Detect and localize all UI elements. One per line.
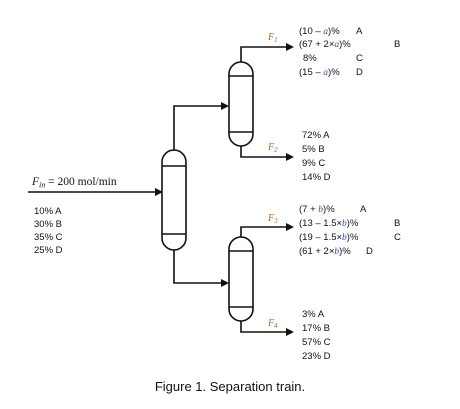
f1-arrowhead — [286, 43, 294, 51]
f3-line-a: (7 + b)% — [299, 204, 335, 215]
f1-comp-a: A — [356, 26, 363, 37]
f3-comp-a: A — [360, 204, 367, 215]
feed-composition: 10% A 30% B 35% C 25% D — [34, 206, 63, 256]
f2-arrowhead — [286, 153, 294, 161]
f2-label: F2 — [267, 142, 278, 154]
feed-comp-a: 10% A — [34, 206, 62, 217]
f1-line-b: (67 + 2×a)% — [299, 39, 351, 50]
f1-comp-d: D — [356, 67, 363, 78]
f1-stream-line — [240, 46, 287, 62]
f1-comp-b: B — [394, 39, 400, 50]
f4-arrowhead — [286, 328, 294, 336]
f1-line-a: (10 – a)% — [299, 26, 340, 37]
f3-line-b: (13 – 1.5×b)% — [299, 218, 359, 229]
feed-comp-b: 30% B — [34, 219, 62, 230]
f4-composition: 3% A 17% B 57% C 23% D — [302, 309, 331, 362]
f1-composition: (10 – a)% A (67 + 2×a)% B 8% C (15 – a)%… — [299, 26, 400, 78]
column-2-inlet-arrow — [221, 102, 229, 110]
f2-stream-line — [240, 146, 287, 158]
feed-label: Fin = 200 mol/min — [31, 176, 117, 190]
f3-line-c: (19 – 1.5×b)% — [299, 232, 359, 243]
f3-composition: (7 + b)% A (13 – 1.5×b)% B (19 – 1.5×b)%… — [299, 204, 401, 257]
column-1-bottom-outlet — [173, 250, 222, 284]
f3-comp-b: B — [394, 218, 400, 229]
feed-arrowhead — [155, 188, 163, 196]
f3-label: F3 — [267, 213, 278, 225]
f3-comp-d: D — [366, 246, 373, 257]
f4-line-a: 3% A — [302, 309, 325, 320]
f1-line-c: 8% — [303, 53, 317, 64]
feed-comp-c: 35% C — [34, 232, 63, 243]
column-2 — [228, 61, 254, 147]
f2-line-b: 5% B — [302, 144, 325, 155]
column-3-inlet-arrow — [221, 279, 229, 287]
f1-line-d: (15 – a)% — [299, 67, 340, 78]
f3-comp-c: C — [394, 232, 401, 243]
f2-composition: 72% A 5% B 9% C 14% D — [302, 130, 331, 183]
f4-line-b: 17% B — [302, 323, 330, 334]
column-3 — [228, 236, 254, 322]
f2-line-c: 9% C — [302, 158, 325, 169]
f4-stream-line — [240, 321, 287, 333]
f2-line-a: 72% A — [302, 130, 330, 141]
f3-arrowhead — [286, 223, 294, 231]
f1-label: F1 — [267, 32, 278, 44]
f2-line-d: 14% D — [302, 172, 331, 183]
f4-label: F4 — [267, 318, 278, 330]
column-1-top-outlet — [173, 105, 222, 150]
column-1 — [161, 149, 187, 251]
f1-comp-c: C — [356, 53, 363, 64]
f3-line-d: (61 + 2×b)% — [299, 246, 351, 257]
f4-line-d: 23% D — [302, 351, 331, 362]
f3-stream-line — [240, 226, 287, 237]
feed-comp-d: 25% D — [34, 245, 63, 256]
f4-line-c: 57% C — [302, 337, 331, 348]
figure-caption: Figure 1. Separation train. — [155, 379, 305, 394]
